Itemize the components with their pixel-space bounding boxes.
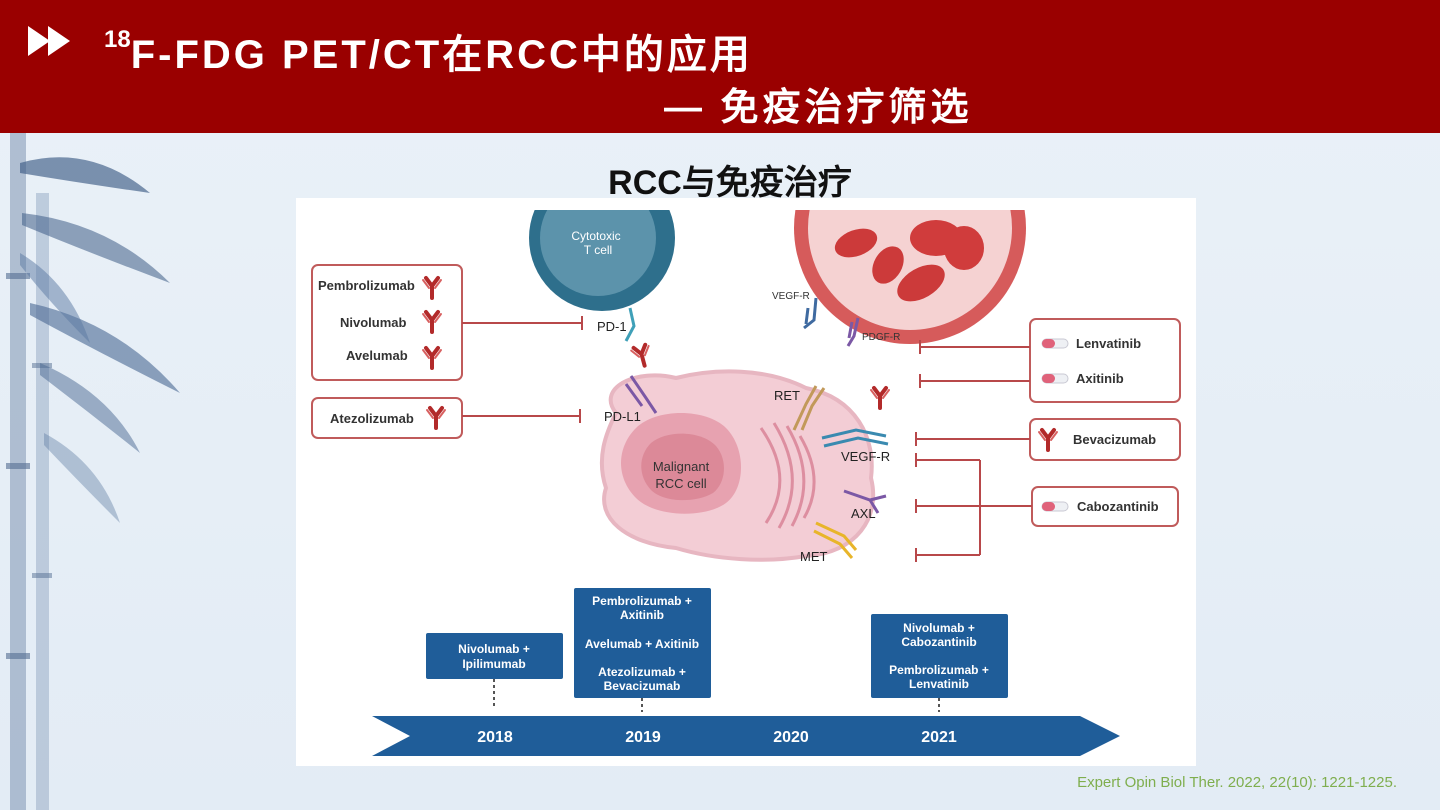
t-cell-label-1: Cytotoxic	[571, 229, 620, 243]
box-2019-line2: Axitinib	[620, 608, 664, 622]
box-2019-line3: Avelumab + Axitinib	[585, 637, 699, 651]
vessel-vegfr-receptor	[803, 297, 818, 330]
axl-receptor	[843, 489, 887, 514]
bamboo-decoration	[6, 133, 180, 810]
timeline-arrow	[372, 716, 1120, 756]
title-main: F-FDG PET/CT在RCC中的应用	[130, 33, 753, 77]
antibody-icon	[869, 386, 891, 410]
year-2021: 2021	[921, 729, 957, 746]
box-2019-line4: Atezolizumab +	[598, 665, 686, 679]
vegfr-receptor	[821, 428, 889, 448]
figure-panel: Cytotoxic T cell PD-1 Malignant RCC cell…	[296, 198, 1196, 766]
drug-pembrolizumab: Pembrolizumab	[318, 278, 415, 293]
axl-label: AXL	[851, 506, 876, 521]
drug-cabozantinib: Cabozantinib	[1077, 499, 1159, 514]
tki-drug-box	[1029, 318, 1181, 403]
vegfr-label: VEGF-R	[841, 449, 890, 464]
drug-lenvatinib: Lenvatinib	[1076, 336, 1141, 351]
box-2019-line1: Pembrolizumab +	[592, 594, 692, 608]
pdgfr-receptor	[846, 317, 860, 347]
year-2019: 2019	[625, 729, 661, 746]
box-2021-line1: Nivolumab +	[903, 621, 975, 635]
pd1-label: PD-1	[597, 319, 627, 334]
slide-title: 18F-FDG PET/CT在RCC中的应用	[104, 22, 753, 80]
drug-axitinib: Axitinib	[1076, 371, 1124, 386]
drug-atezolizumab: Atezolizumab	[330, 411, 414, 426]
atezolizumab-box	[311, 397, 463, 439]
box-2018-line2: Ipilimumab	[462, 657, 525, 671]
title-superscript: 18	[104, 26, 131, 53]
figure-heading: RCC与免疫治疗	[608, 164, 852, 202]
box-2021-line4: Lenvatinib	[909, 677, 969, 691]
met-label: MET	[800, 549, 828, 564]
drug-avelumab: Avelumab	[346, 348, 408, 363]
timeline-box-2019	[574, 588, 711, 698]
pdl1-label: PD-L1	[604, 409, 641, 424]
box-2021-line2: Cabozantinib	[901, 635, 976, 649]
immunotherapy-diagram: Cytotoxic T cell PD-1 Malignant RCC cell…	[311, 210, 1181, 756]
box-2021-line3: Pembrolizumab +	[889, 663, 989, 677]
met-receptor	[813, 521, 858, 559]
rcc-label-1: Malignant	[653, 459, 710, 474]
pill-icon	[1041, 338, 1069, 349]
timeline-box-2018	[426, 633, 563, 679]
ret-receptor	[792, 385, 826, 431]
pill-icon	[1041, 373, 1069, 384]
ret-label: RET	[774, 388, 800, 403]
drug-nivolumab: Nivolumab	[340, 315, 407, 330]
citation: Expert Opin Biol Ther. 2022, 22(10): 122…	[1077, 774, 1397, 791]
header-bar	[0, 0, 1440, 133]
vessel-vegfr-label: VEGF-R	[772, 291, 810, 302]
fast-forward-icon	[28, 26, 70, 56]
pd1-receptor	[624, 307, 636, 342]
year-2018: 2018	[477, 729, 513, 746]
drug-bevacizumab: Bevacizumab	[1073, 432, 1156, 447]
box-2019-line5: Bevacizumab	[604, 679, 681, 693]
timeline-connectors	[493, 679, 940, 712]
pill-icon	[1041, 501, 1069, 512]
pdl1-receptor	[624, 375, 658, 414]
year-2020: 2020	[773, 729, 809, 746]
t-cell-label-2: T cell	[584, 243, 612, 257]
slide-title-sub: — 免疫治疗筛选	[664, 87, 973, 129]
timeline-box-2021	[871, 614, 1008, 698]
pdgfr-label: PDGF-R	[862, 332, 900, 343]
box-2018-line1: Nivolumab +	[458, 642, 530, 656]
rcc-label-2: RCC cell	[655, 476, 706, 491]
antibody-icon	[628, 342, 656, 370]
cabozantinib-inhibit-bracket	[915, 453, 1032, 562]
